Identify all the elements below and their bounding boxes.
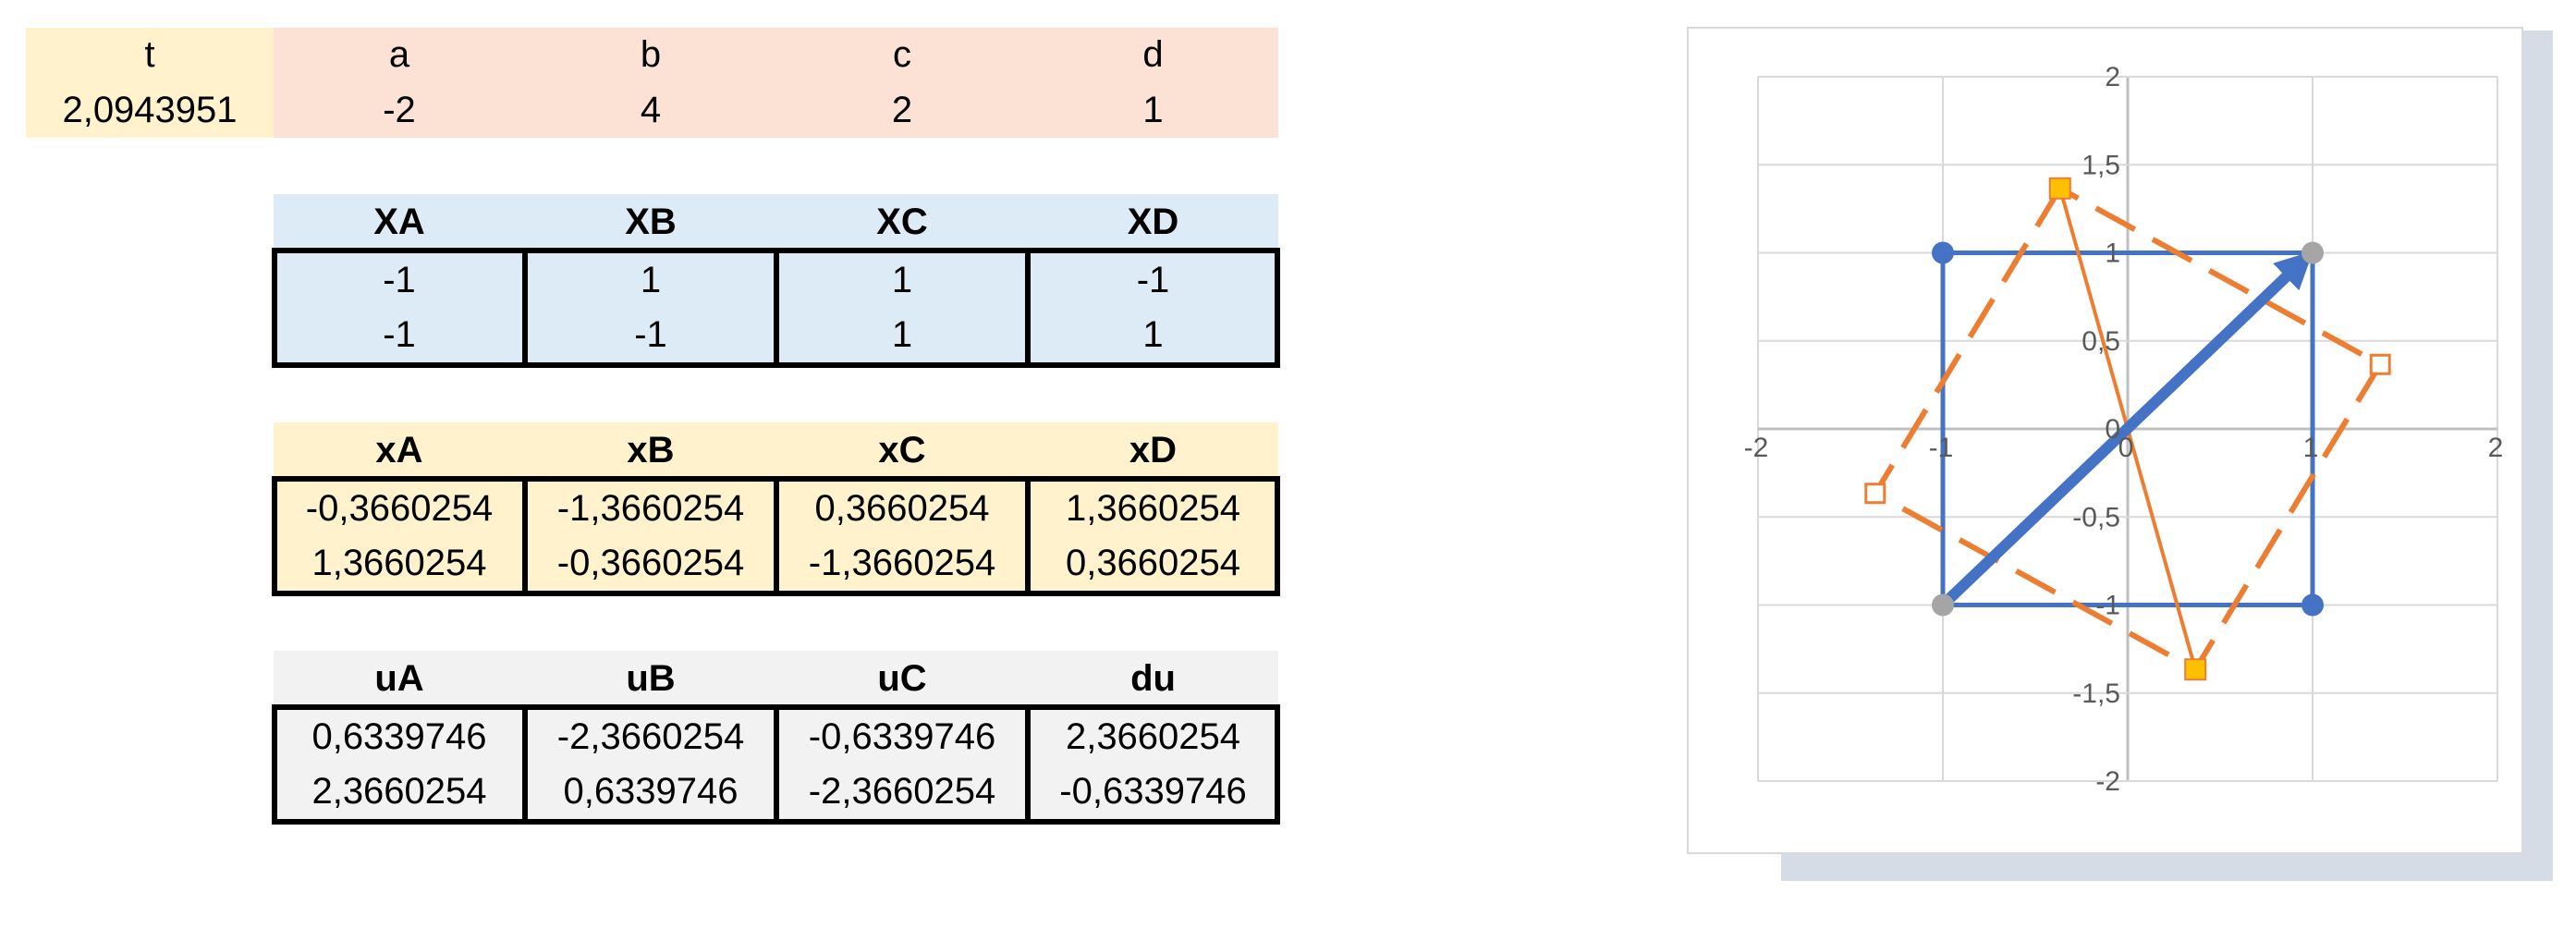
table-X-cell[interactable]: 1 (891, 313, 913, 355)
table-X-cell[interactable]: -1 (1136, 259, 1170, 300)
y-tick-label: -1,5 (2072, 678, 2120, 709)
y-tick-label: -1 (2095, 591, 2120, 621)
table-u-cell[interactable]: -0,6339746 (808, 715, 996, 757)
table-X-cell[interactable]: 1 (1142, 313, 1164, 355)
table-X-header-3: XD (1127, 201, 1179, 242)
y-tick-label: 0,5 (2082, 326, 2120, 357)
table-u-cell[interactable]: 2,3660254 (311, 770, 487, 812)
table-u-cell[interactable]: 0,6339746 (563, 770, 739, 812)
table-x-cell[interactable]: 0,3660254 (814, 487, 990, 529)
param-header-a: a (388, 34, 410, 75)
table-u-cell[interactable]: -0,6339746 (1059, 770, 1247, 812)
x-tick-label: 1 (2303, 433, 2319, 463)
x-tick-label: -1 (1929, 433, 1954, 463)
param-value-d[interactable]: 1 (1142, 89, 1164, 130)
table-X-header-1: XB (625, 201, 677, 242)
table-x-cell[interactable]: 1,3660254 (311, 542, 487, 583)
table-x-divider (774, 476, 779, 596)
y-tick-label: 0 (2105, 414, 2120, 445)
x-tick-label: 0 (2118, 433, 2134, 463)
param-value-c[interactable]: 2 (891, 89, 913, 130)
chart-area[interactable]: -2 -1 0 1 2 2 1,5 1 0,5 0 -0,5 -1 -1,5 -2 (1687, 27, 2523, 854)
y-tick-label: 1 (2105, 238, 2120, 269)
table-x-cell[interactable]: 1,3660254 (1065, 487, 1241, 529)
param-value-a[interactable]: -2 (383, 89, 416, 130)
table-X-divider (774, 248, 779, 368)
table-u-cell[interactable]: 0,6339746 (311, 715, 487, 757)
point-marker (2184, 658, 2207, 681)
table-x-cell[interactable]: -0,3660254 (556, 542, 745, 583)
point-marker (1932, 241, 1954, 264)
table-u-divider (774, 704, 779, 825)
point-marker (2301, 593, 2324, 617)
y-tick-label: 2 (2105, 62, 2120, 92)
table-u-header-3: du (1130, 657, 1176, 699)
param-header-d: d (1142, 34, 1164, 75)
table-u-cell[interactable]: 2,3660254 (1065, 715, 1241, 757)
tick-labels: -2 -1 0 1 2 2 1,5 1 0,5 0 -0,5 -1 -1,5 -2 (1744, 62, 2504, 797)
table-u-header-1: uB (626, 657, 676, 699)
table-u-header-2: uC (877, 657, 927, 699)
vector-arrow (1938, 251, 2314, 609)
x-tick-label: -2 (1744, 433, 1769, 463)
x-tick-label: 2 (2488, 433, 2504, 463)
table-x-header-0: xA (375, 429, 423, 471)
param-value-bg (274, 82, 1278, 138)
point-marker (2048, 177, 2071, 200)
table-x-cell[interactable]: -0,3660254 (305, 487, 494, 529)
table-u-cell[interactable]: -2,3660254 (808, 770, 996, 812)
table-x-header-1: xB (627, 429, 675, 471)
table-x-cell[interactable]: -1,3660254 (808, 542, 996, 583)
table-X-cell[interactable]: -1 (383, 313, 416, 355)
table-u-cell[interactable]: -2,3660254 (556, 715, 745, 757)
y-tick-label: -0,5 (2072, 502, 2120, 532)
table-X-header-0: XA (373, 201, 425, 242)
table-X-divider (1025, 248, 1031, 368)
table-u-divider (522, 704, 528, 825)
table-X-divider (522, 248, 528, 368)
param-header-t: t (26, 28, 274, 82)
table-u-header-0: uA (374, 657, 424, 699)
table-X-cell[interactable]: 1 (640, 259, 662, 300)
param-header-c: c (893, 34, 911, 75)
table-X-cell[interactable]: -1 (383, 259, 416, 300)
table-X-header-2: XC (876, 201, 928, 242)
marker-layer (1864, 177, 2391, 681)
table-x-header-3: xD (1129, 429, 1178, 471)
point-marker (2369, 353, 2391, 375)
y-tick-label: -2 (2095, 766, 2120, 797)
table-x-divider (522, 476, 528, 596)
chart-svg: -2 -1 0 1 2 2 1,5 1 0,5 0 -0,5 -1 -1,5 -2 (1744, 62, 2504, 797)
param-value-b[interactable]: 4 (640, 89, 662, 130)
table-X-cell[interactable]: 1 (891, 259, 913, 300)
point-marker (1864, 483, 1886, 505)
table-x-header-2: xC (878, 429, 926, 471)
y-tick-label: 1,5 (2082, 150, 2120, 180)
point-marker (1932, 593, 1954, 617)
point-marker (2301, 241, 2324, 264)
table-x-cell[interactable]: -1,3660254 (556, 487, 745, 529)
param-header-b: b (640, 34, 662, 75)
table-X-cell[interactable]: -1 (634, 313, 667, 355)
table-u-divider (1025, 704, 1031, 825)
table-x-cell[interactable]: 0,3660254 (1065, 542, 1241, 583)
param-header-bg (274, 28, 1278, 82)
param-value-t[interactable]: 2,0943951 (26, 82, 274, 138)
table-x-divider (1025, 476, 1031, 596)
